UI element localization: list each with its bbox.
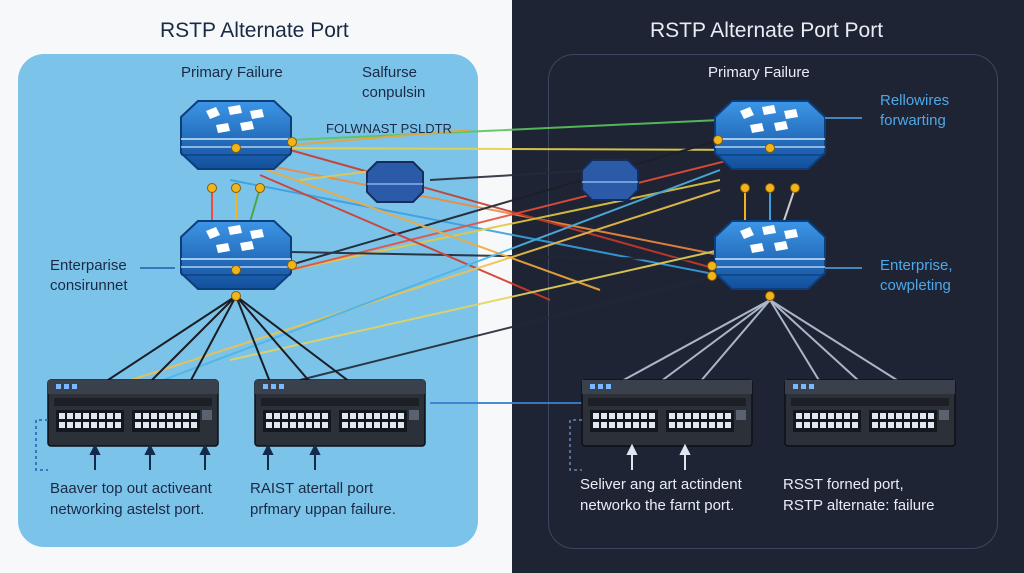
left-primary-failure-label: Primary Failure [181,64,283,81]
left-caption-a-line2: networking astelst port. [50,501,205,518]
right-mid-label-line1: Enterprise, [880,257,953,274]
right-top-label-line2: forwarting [880,112,946,129]
switch-icon [581,379,753,447]
right-mid-label-line2: cowpleting [880,277,951,294]
right-top-label-line1: Rellowires [880,92,950,109]
left-note-line1: Salfurse [362,64,418,81]
left-title: RSTP Alternate Port [160,19,349,42]
arrow-up-icon [89,443,691,470]
router-icon [714,220,826,290]
right-caption-a-line2: networko the farnt port. [580,497,735,514]
left-side-label-line1: Enterparise [50,257,127,274]
dashed-brackets [35,117,862,471]
port-nodes [207,135,800,301]
router-icon [714,100,826,170]
router-icon [366,161,424,203]
right-caption-b-line2: RSTP alternate: failure [783,497,935,514]
right-primary-failure-label: Primary Failure [708,64,810,81]
right-caption-a-line1: Seliver ang art actindent [580,476,742,493]
switch-icon [254,379,426,447]
cross-links [99,119,771,404]
router-icon [180,100,292,170]
right-title: RSTP Alternate Port Port [650,19,884,42]
right-caption-b-line1: RSST forned port, [783,476,904,493]
left-caption-a-line1: Baaver top out activeant [50,480,212,497]
router-icon [180,220,292,290]
left-side-label-line2: consirunnet [50,277,128,294]
left-note-line2: conpulsin [362,84,426,101]
left-fowl-label: FOLWNAST PSLDTR [326,121,452,136]
switch-icon [784,379,956,447]
left-caption-b-line1: RAIST atertall port [250,480,374,497]
switch-icon [47,379,219,447]
left-caption-b-line2: prfmary uppan failure. [250,501,396,518]
router-icon [581,159,639,201]
right-panel [548,54,998,549]
